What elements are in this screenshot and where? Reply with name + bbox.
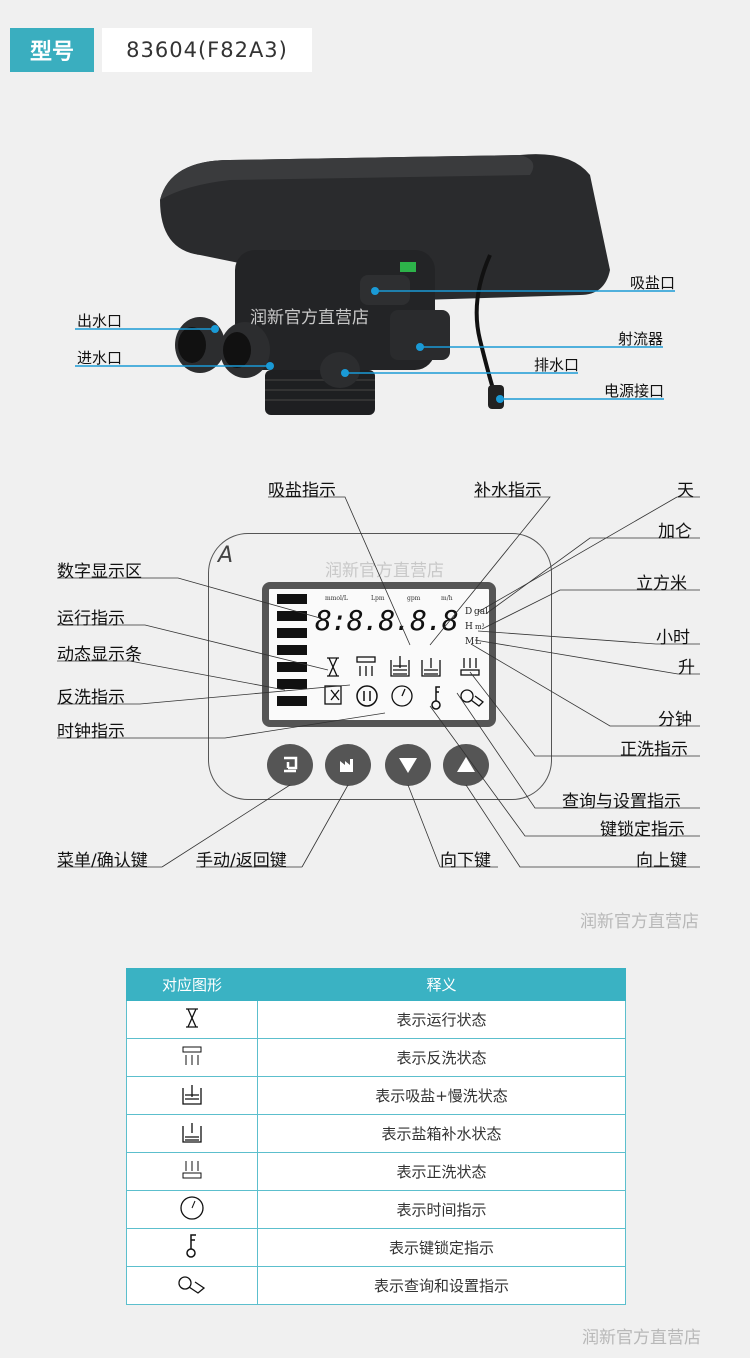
refill-icon (182, 1122, 202, 1143)
manual-icon (324, 685, 342, 705)
label-query-indicator: 查询与设置指示 (562, 792, 681, 812)
panel-leaders (57, 496, 700, 868)
label-day: 天 (677, 481, 694, 501)
dynamic-bar-segment (277, 594, 307, 604)
label-run-indicator: 运行指示 (57, 609, 125, 629)
watermark: 润新官方直营店 (250, 308, 369, 328)
dynamic-bar-segment (277, 645, 307, 655)
up-button[interactable] (443, 744, 489, 786)
label-power: 电源接口 (604, 382, 665, 400)
label-cubic-meter: 立方米 (636, 574, 687, 594)
backwash-icon (182, 1046, 202, 1065)
table-row: 表示反洗状态 (126, 1038, 626, 1077)
label-manual-key: 手动/返回键 (196, 851, 287, 871)
table-row: 表示查询和设置指示 (126, 1266, 626, 1305)
label-dynamic-bar: 动态显示条 (57, 645, 142, 665)
menu-confirm-button[interactable] (267, 744, 313, 786)
label-digit-area: 数字显示区 (57, 562, 142, 582)
label-hour: 小时 (656, 628, 690, 648)
table-row: 表示盐箱补水状态 (126, 1114, 626, 1153)
label-refill-indicator: 补水指示 (474, 481, 542, 501)
unit-gal: gal (474, 607, 489, 617)
label-salt-inlet: 吸盐口 (630, 274, 676, 292)
table-row: 表示键锁定指示 (126, 1228, 626, 1267)
table-row: 表示运行状态 (126, 1000, 626, 1039)
key-icon (431, 686, 441, 710)
hourglass-icon (327, 657, 339, 677)
label-up-key: 向上键 (636, 851, 687, 871)
dynamic-bar-segment (277, 628, 307, 638)
dynamic-bar-segment (277, 696, 307, 706)
label-minute: 分钟 (658, 710, 692, 730)
valve-leaders (75, 287, 675, 403)
dynamic-bar-segment (277, 611, 307, 621)
refill-icon (421, 658, 441, 677)
dynamic-bar-segment (277, 679, 307, 689)
brine-draw-icon (390, 656, 410, 677)
label-clock-indicator: 时钟指示 (57, 722, 125, 742)
icon-legend-table: 对应图形释义 表示运行状态 表示反洗状态 表示吸盐+慢洗状态 表示盐箱补水状态 … (126, 968, 626, 1305)
label-liter: 升 (678, 658, 695, 678)
watermark: 润新官方直营店 (582, 1328, 701, 1348)
backwash-icon (356, 656, 376, 676)
unit-gpm: gpm (407, 595, 421, 602)
wrench-icon (460, 689, 484, 707)
table-row: 表示正洗状态 (126, 1152, 626, 1191)
table-row: 表示时间指示 (126, 1190, 626, 1229)
key-icon (186, 1233, 196, 1258)
rinse-icon (182, 1160, 202, 1178)
label-rinse-indicator: 正洗指示 (620, 740, 688, 760)
wrench-icon (178, 1275, 206, 1294)
triangle-up-icon (457, 757, 475, 772)
label-outlet: 出水口 (77, 312, 123, 330)
brine-draw-icon (182, 1084, 202, 1105)
unit-mh: m/h (441, 595, 453, 602)
watermark: 润新官方直营店 (325, 561, 444, 581)
label-menu-key: 菜单/确认键 (57, 851, 148, 871)
model-label: 型号 (10, 28, 94, 72)
col-header-meaning: 释义 (257, 968, 626, 1001)
clock-icon (180, 1195, 204, 1220)
pause-icon (356, 685, 378, 707)
col-header-icon: 对应图形 (126, 968, 258, 1001)
label-injector: 射流器 (618, 330, 664, 348)
label-lock-indicator: 键锁定指示 (600, 820, 685, 840)
factory-icon (340, 759, 353, 772)
valve-image (160, 154, 610, 415)
digit-display: 8:8.8.8.8 (315, 604, 459, 637)
manual-return-button[interactable] (325, 744, 371, 786)
label-down-key: 向下键 (440, 851, 491, 871)
table-row: 表示吸盐+慢洗状态 (126, 1076, 626, 1115)
watermark: 润新官方直营店 (580, 912, 699, 932)
triangle-down-icon (399, 758, 417, 773)
label-salt-indicator: 吸盐指示 (268, 481, 336, 501)
lcd-icons (324, 656, 484, 710)
label-gallon: 加仑 (658, 522, 692, 542)
label-backwash-indicator: 反洗指示 (57, 688, 125, 708)
model-value: 83604(F82A3) (102, 28, 312, 72)
unit-day: D (465, 607, 473, 617)
label-inlet: 进水口 (77, 349, 123, 367)
menu-icon (284, 756, 298, 773)
unit-m3: m³ (475, 623, 485, 631)
unit-hour: H (465, 622, 473, 632)
lcd-display: mmol/L Lpm gpm m/h 8:8.8.8.8 D gal H m³ … (262, 582, 496, 727)
unit-minute: M (465, 637, 475, 647)
dynamic-bar-segment (277, 662, 307, 672)
unit-mmol: mmol/L (325, 595, 348, 602)
clock-icon (391, 685, 413, 707)
hourglass-icon (186, 1007, 198, 1028)
down-button[interactable] (385, 744, 431, 786)
rinse-icon (460, 658, 480, 676)
unit-lpm: Lpm (371, 595, 385, 602)
brand-logo-icon: A (218, 543, 234, 568)
unit-liter: L (475, 637, 481, 647)
label-drain: 排水口 (534, 356, 580, 374)
